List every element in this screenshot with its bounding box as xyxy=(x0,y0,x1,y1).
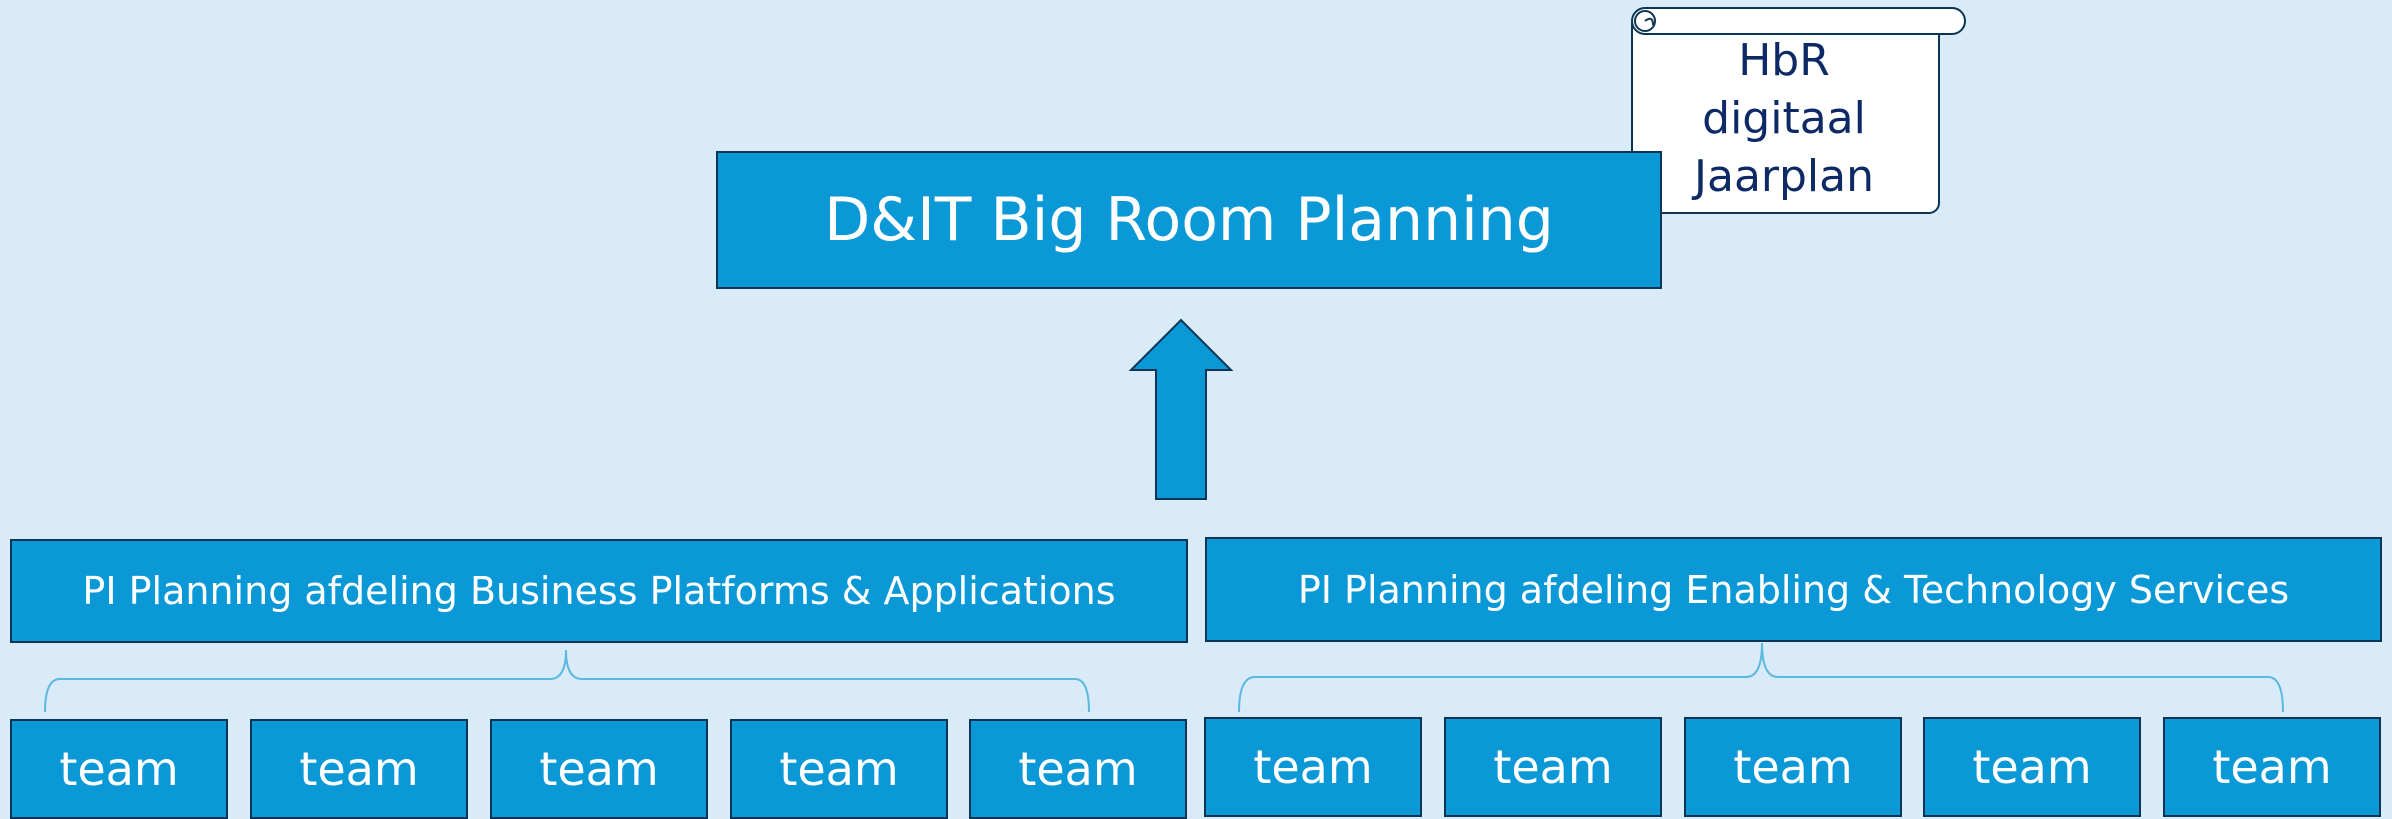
scroll-note-line: Jaarplan xyxy=(1694,151,1874,202)
team-label: team xyxy=(299,742,419,796)
team-box: team xyxy=(1444,717,1662,817)
team-label: team xyxy=(2212,740,2332,794)
team-label: team xyxy=(779,742,899,796)
team-label: team xyxy=(1253,740,1373,794)
team-box: team xyxy=(1923,717,2141,817)
team-label: team xyxy=(1493,740,1613,794)
team-label: team xyxy=(1018,742,1138,796)
scroll-note: HbR digitaal Jaarplan xyxy=(1634,28,1934,210)
scroll-note-line: digitaal xyxy=(1702,93,1866,144)
scroll-note-line: HbR xyxy=(1738,35,1830,86)
big-room-planning-box: D&IT Big Room Planning xyxy=(716,151,1662,289)
team-box: team xyxy=(250,719,468,819)
brace-left xyxy=(44,649,1090,713)
team-box: team xyxy=(490,719,708,819)
department-box-business-platforms: PI Planning afdeling Business Platforms … xyxy=(10,539,1188,643)
team-box: team xyxy=(1684,717,1902,817)
department-label: PI Planning afdeling Enabling & Technolo… xyxy=(1297,567,2290,612)
team-box: team xyxy=(1204,717,1422,817)
team-box: team xyxy=(2163,717,2381,817)
team-box: team xyxy=(969,719,1187,819)
team-label: team xyxy=(59,742,179,796)
department-label: PI Planning afdeling Business Platforms … xyxy=(82,569,1116,613)
department-box-enabling-technology: PI Planning afdeling Enabling & Technolo… xyxy=(1205,537,2382,642)
big-room-planning-label: D&IT Big Room Planning xyxy=(824,185,1554,255)
team-box: team xyxy=(10,719,228,819)
team-label: team xyxy=(539,742,659,796)
team-box: team xyxy=(730,719,948,819)
team-label: team xyxy=(1733,740,1853,794)
up-arrow xyxy=(1128,318,1234,500)
brace-right xyxy=(1238,642,2284,713)
team-label: team xyxy=(1972,740,2092,794)
